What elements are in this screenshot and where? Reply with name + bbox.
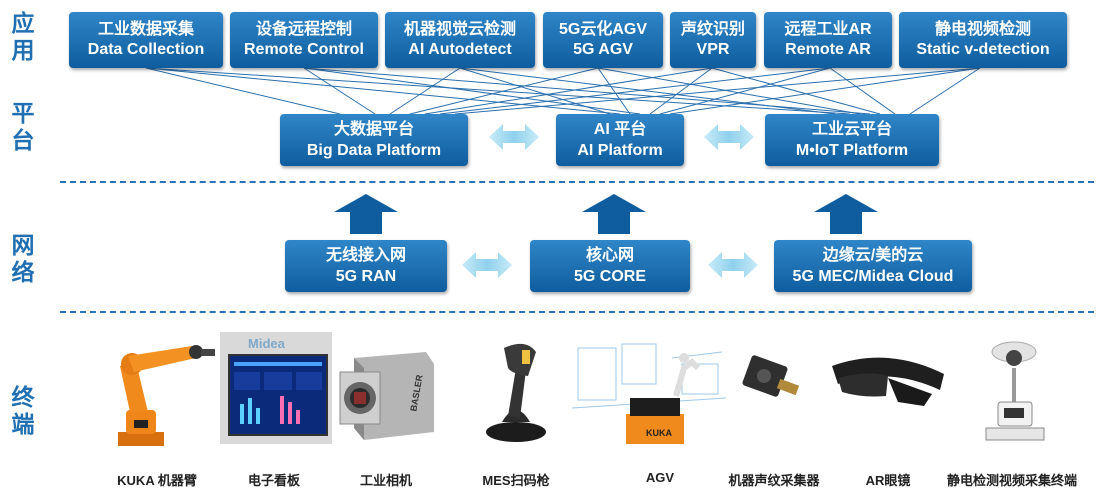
app-box-en: Remote AR [785,41,871,58]
platform-box-zh: 工业云平台 [811,121,892,138]
static-detection-terminal-image [980,340,1048,444]
double-arrow-icon [489,122,539,152]
app-box-static-v-detection: 静电视频检测 Static v-detection [899,12,1067,68]
layer-label-terminal-char-1: 终 [11,384,35,410]
device-label: AR眼镜 [865,473,911,488]
layer-label-application: 应 用 [6,10,40,64]
app-box-en: Remote Control [244,41,364,58]
network-box-en: 5G MEC/Midea Cloud [792,268,954,285]
network-box-5g-mec: 边缘云/美的云 5G MEC/Midea Cloud [774,240,972,292]
device-label: MES扫码枪 [482,473,550,488]
app-box-zh: 设备远程控制 [255,21,352,38]
voiceprint-collector-image [742,350,804,412]
app-box-zh: 远程工业AR [784,21,872,38]
layer-label-network-char-2: 络 [11,259,35,285]
agv-image: KUKA [572,338,726,448]
platform-box-m-iot: 工业云平台 M•IoT Platform [765,114,939,166]
app-box-remote-ar: 远程工业AR Remote AR [764,12,892,68]
layer-label-terminal-char-2: 端 [11,411,35,437]
app-box-remote-control: 设备远程控制 Remote Control [230,12,378,68]
layer-label-terminal: 终 端 [6,384,40,438]
device-label: 静电检测视频采集终端 [946,473,1078,488]
network-box-5g-core: 核心网 5G CORE [530,240,690,292]
app-box-zh: 声纹识别 [680,21,745,38]
up-arrow-icon [814,194,878,234]
layer-label-network-char-1: 网 [11,232,35,258]
network-box-5g-ran: 无线接入网 5G RAN [285,240,447,292]
device-label: 工业相机 [359,473,413,488]
device-label: KUKA 机器臂 [117,473,197,488]
platform-box-en: Big Data Platform [306,142,442,159]
kanban-screen [228,354,328,436]
agv-brand-label: KUKA [646,428,672,438]
kuka-robot-arm-image [96,340,218,448]
app-box-zh: 5G云化AGV [558,21,648,38]
up-arrow-icon [582,194,646,234]
device-label: 机器声纹采集器 [728,473,820,488]
network-box-zh: 无线接入网 [325,247,406,264]
device-label: 电子看板 [247,473,301,488]
layer-label-application-char-2: 用 [11,37,35,63]
app-box-ai-autodetect: 机器视觉云检测 AI Autodetect [385,12,535,68]
electronic-kanban-image: Midea [220,332,332,444]
platform-box-zh: 大数据平台 [333,121,414,138]
layer-label-platform-char-1: 平 [11,100,35,126]
app-box-vpr: 声纹识别 VPR [670,12,756,68]
ar-glasses-image [828,350,948,410]
platform-box-en: AI Platform [577,142,663,159]
layer-label-platform-char-2: 台 [11,127,35,153]
app-box-en: 5G AGV [573,41,633,58]
up-arrow-icon [334,194,398,234]
kanban-brand-logo: Midea [248,336,285,351]
app-box-zh: 静电视频检测 [934,21,1031,38]
app-box-en: AI Autodetect [408,41,512,58]
mes-scanner-image [478,338,552,444]
layer-label-application-char-1: 应 [11,10,35,36]
network-box-zh: 边缘云/美的云 [822,247,924,264]
double-arrow-icon [462,250,512,280]
layer-label-network: 网 络 [6,232,40,286]
device-label: AGV [645,470,675,485]
app-box-en: VPR [696,41,730,58]
double-arrow-icon [708,250,758,280]
platform-box-big-data: 大数据平台 Big Data Platform [280,114,468,166]
layer-divider [60,181,1094,183]
platform-box-zh: AI 平台 [593,121,647,138]
network-box-en: 5G CORE [573,268,646,285]
platform-box-ai: AI 平台 AI Platform [556,114,684,166]
industrial-camera-image: BASLER [334,348,436,444]
app-box-5g-agv: 5G云化AGV 5G AGV [543,12,663,68]
app-box-data-collection: 工业数据采集 Data Collection [69,12,223,68]
app-box-zh: 工业数据采集 [97,21,194,38]
layer-label-platform: 平 台 [6,100,40,154]
double-arrow-icon [704,122,754,152]
app-box-en: Static v-detection [916,41,1050,58]
app-box-en: Data Collection [87,41,205,58]
network-box-en: 5G RAN [335,268,397,285]
layer-divider [60,311,1094,313]
app-box-zh: 机器视觉云检测 [403,21,516,38]
platform-box-en: M•IoT Platform [795,142,909,159]
network-box-zh: 核心网 [585,247,634,264]
